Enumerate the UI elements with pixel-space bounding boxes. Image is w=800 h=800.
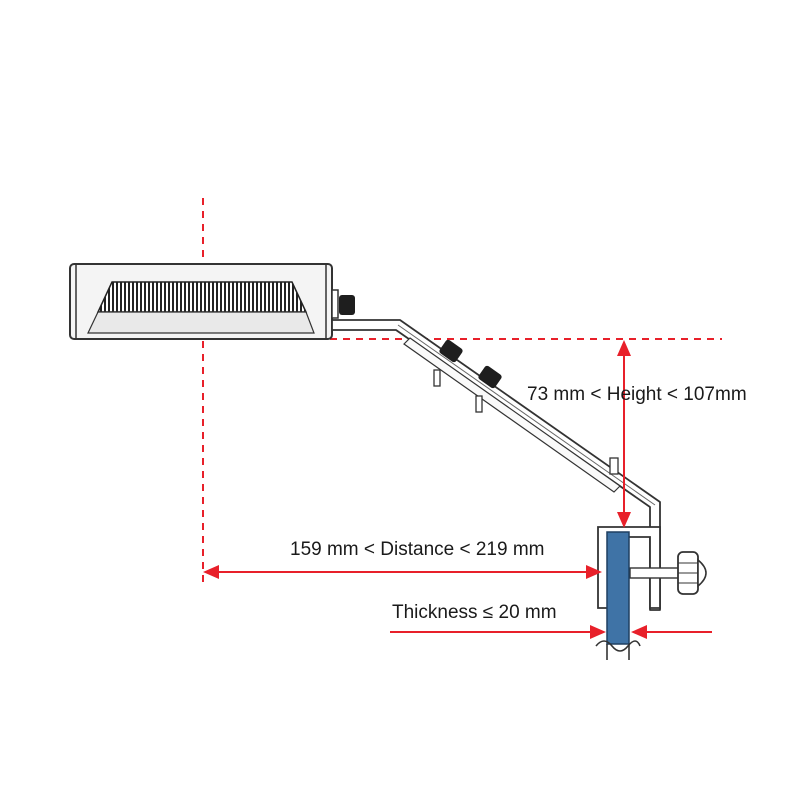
device-knob [331,289,355,319]
thickness-dimension-arrows [390,625,712,639]
device-housing [69,263,333,340]
arm-knob-1 [439,339,463,363]
distance-label: 159 mm < Distance < 219 mm [290,539,545,560]
height-dimension-arrow [617,340,631,528]
c-clamp [597,526,707,609]
device-vent-grille [96,281,308,313]
height-label: 73 mm < Height < 107mm [527,384,747,405]
distance-dimension-arrow [203,565,602,579]
thickness-label: Thickness ≤ 20 mm [392,602,557,623]
arm-knob-2 [478,365,502,389]
mounting-surface [595,531,641,660]
